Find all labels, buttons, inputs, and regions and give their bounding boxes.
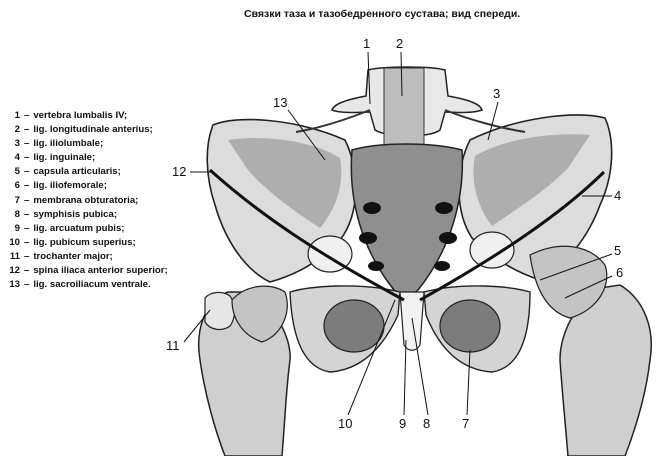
legend-label: symphisis pubica; bbox=[33, 208, 118, 220]
callout-9: 9 bbox=[399, 416, 407, 431]
legend-label: trochanter major; bbox=[33, 250, 113, 262]
pelvis-illustration bbox=[170, 20, 664, 456]
legend-item: 1–vertebra lumbalis IV; bbox=[6, 109, 168, 123]
callout-11: 11 bbox=[166, 338, 180, 353]
sacral-foramen bbox=[434, 261, 450, 271]
legend-label: capsula articularis; bbox=[33, 166, 121, 178]
legend-label: lig. sacroiliacum ventrale. bbox=[33, 279, 151, 291]
legend-item: 10–lig. pubicum superius; bbox=[6, 236, 168, 250]
legend-item: 11–trochanter major; bbox=[6, 250, 168, 264]
callout-13: 13 bbox=[273, 95, 288, 110]
sacral-foramen bbox=[435, 202, 453, 214]
legend-number: 13 bbox=[9, 279, 20, 291]
leader-line bbox=[183, 309, 211, 343]
legend-number: 3 bbox=[14, 138, 20, 150]
legend-label: membrana obturatoria; bbox=[33, 194, 139, 206]
leader-line bbox=[411, 317, 429, 416]
legend-number: 4 bbox=[14, 152, 20, 164]
leader-line bbox=[564, 275, 613, 299]
legend-item: 6–lig. iliofemorale; bbox=[6, 179, 168, 193]
callout-6: 6 bbox=[616, 265, 624, 280]
left-inguinal-ligament bbox=[208, 168, 405, 302]
leader-lines bbox=[183, 51, 613, 416]
right-iliac-fossa bbox=[473, 134, 590, 226]
right-femur bbox=[559, 284, 652, 456]
legend-number: 11 bbox=[9, 250, 20, 262]
callout-5: 5 bbox=[614, 243, 622, 258]
legend-item: 4–lig. inguinale; bbox=[6, 151, 168, 165]
legend-number: 10 bbox=[9, 236, 20, 248]
legend-number: 7 bbox=[14, 194, 20, 206]
callout-8: 8 bbox=[423, 416, 431, 431]
legend-item: 2–lig. longitudinale anterius; bbox=[6, 123, 168, 137]
iliolumbar-ligament bbox=[444, 109, 526, 133]
leader-line bbox=[466, 349, 471, 416]
legend-item: 9–lig. arcuatum pubis; bbox=[6, 222, 168, 236]
legend-item: 13–lig. sacroiliacum ventrale. bbox=[6, 278, 168, 292]
callout-12: 12 bbox=[172, 164, 187, 179]
callout-4: 4 bbox=[614, 188, 622, 203]
legend-label: lig. inguinale; bbox=[33, 152, 96, 164]
callout-10: 10 bbox=[338, 416, 353, 431]
legend-item: 3–lig. iliolumbale; bbox=[6, 137, 168, 151]
legend-label: spina iliaca anterior superior; bbox=[33, 265, 168, 277]
left-capsule bbox=[231, 285, 288, 343]
callout-2: 2 bbox=[396, 36, 404, 51]
callout-7: 7 bbox=[462, 416, 470, 431]
right-obturator-membrane bbox=[439, 299, 501, 353]
legend-label: lig. longitudinale anterius; bbox=[33, 124, 153, 136]
leader-line bbox=[347, 299, 396, 416]
legend-item: 12–spina iliaca anterior superior; bbox=[6, 264, 168, 278]
figure-title: Связки таза и тазобедренного сустава; ви… bbox=[244, 8, 521, 20]
legend-number: 9 bbox=[14, 222, 20, 234]
leader-line bbox=[403, 339, 407, 416]
sacral-foramen bbox=[368, 261, 384, 271]
legend-label: lig. iliolumbale; bbox=[33, 138, 104, 150]
leader-line bbox=[539, 253, 613, 281]
legend-label: vertebra lumbalis IV; bbox=[33, 110, 128, 121]
legend-number: 5 bbox=[14, 166, 20, 178]
longitudinal-ligament bbox=[383, 67, 425, 149]
legend-number: 6 bbox=[14, 180, 20, 192]
iliolumbar-ligament bbox=[295, 109, 371, 133]
legend-item: 8–symphisis pubica; bbox=[6, 208, 168, 222]
sacral-foramen bbox=[363, 202, 381, 214]
legend-item: 5–capsula articularis; bbox=[6, 165, 168, 179]
right-acetabulum bbox=[469, 231, 515, 269]
legend-label: lig. iliofemorale; bbox=[33, 180, 107, 192]
pubic-symphysis bbox=[399, 291, 425, 351]
left-iliac-fossa bbox=[228, 138, 342, 228]
leader-line bbox=[487, 101, 499, 141]
callout-3: 3 bbox=[493, 86, 501, 101]
legend-item: 7–membrana obturatoria; bbox=[6, 194, 168, 208]
sacrum bbox=[350, 143, 464, 296]
leader-line bbox=[367, 51, 371, 105]
sacral-foramen bbox=[359, 232, 377, 244]
legend-number: 12 bbox=[9, 265, 20, 277]
right-capsule bbox=[529, 245, 608, 319]
leader-line bbox=[287, 109, 326, 161]
leader-line bbox=[400, 51, 403, 97]
callout-1: 1 bbox=[363, 36, 371, 51]
legend-list: 1–vertebra lumbalis IV; 2–lig. longitudi… bbox=[6, 109, 168, 292]
right-inguinal-ligament bbox=[419, 170, 606, 302]
legend-number: 8 bbox=[14, 208, 20, 220]
pelvis-drawing bbox=[183, 51, 652, 456]
legend-number: 1 bbox=[14, 110, 20, 121]
legend-label: lig. pubicum superius; bbox=[33, 236, 136, 248]
legend-number: 2 bbox=[14, 124, 20, 136]
left-obturator-membrane bbox=[323, 299, 385, 353]
sacral-foramen bbox=[439, 232, 457, 244]
legend-label: lig. arcuatum pubis; bbox=[33, 222, 125, 234]
